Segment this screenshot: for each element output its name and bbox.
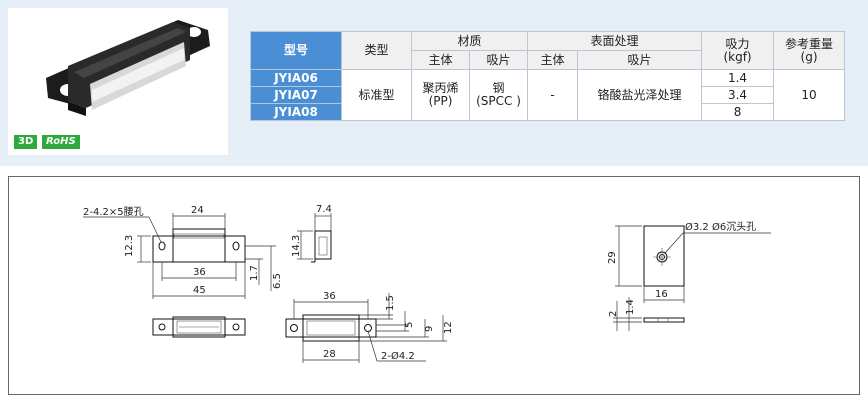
dim-6-5: 6.5 [272, 273, 283, 289]
surface-plate-value: 铬酸盐光泽处理 [577, 69, 703, 121]
material-plate-code: (SPCC ) [476, 94, 521, 108]
header-surface-body: 主体 [527, 50, 579, 70]
weight-value: 10 [773, 69, 846, 121]
label-slot-holes: 2-4.2×5腰孔 [83, 206, 144, 218]
rohs-badge: RoHS [42, 135, 80, 149]
strike-plate-side: 2 1.4 [608, 297, 685, 331]
body-center [172, 228, 226, 263]
header-surface: 表面处理 [527, 31, 703, 51]
dim-29: 29 [607, 251, 618, 264]
hole-left [290, 324, 298, 332]
catch-front-view: 24 2-4.2×5腰孔 12.3 36 45 1.7 [83, 205, 283, 299]
material-body-code: (PP) [428, 94, 453, 108]
magnetic-catch-image [46, 20, 210, 116]
plate-side-outline [643, 317, 685, 323]
dim-1-4: 1.4 [625, 299, 636, 315]
dim-2: 2 [608, 311, 619, 317]
header-weight: 参考重量 (g) [773, 31, 846, 70]
dim-9: 9 [424, 326, 435, 332]
material-body-name: 聚丙烯 [422, 81, 459, 95]
header-force-label: 吸力 [725, 36, 750, 51]
model-jyia08: JYIA08 [250, 103, 342, 121]
slot-hole-left [158, 241, 166, 251]
force-jyia07: 3.4 [701, 86, 775, 104]
catch-side-view: 7.4 14.3 [291, 204, 332, 263]
dim-1-7: 1.7 [249, 265, 260, 281]
dim-28: 28 [323, 349, 336, 360]
dim-24: 24 [191, 205, 204, 216]
header-type: 类型 [341, 31, 412, 70]
force-jyia06: 1.4 [701, 69, 775, 87]
top-outline [152, 318, 246, 336]
plate-outline [643, 225, 685, 287]
header-weight-label: 参考重量 [785, 36, 834, 51]
label-round-holes: 2-Ø4.2 [381, 350, 415, 362]
strike-plate-front: Ø3.2 Ø6沉头孔 29 16 [607, 220, 771, 303]
side-outline [314, 230, 332, 260]
material-body-value: 聚丙烯 (PP) [411, 69, 470, 121]
dim-1-5: 1.5 [385, 295, 396, 311]
dim-36-front: 36 [193, 267, 206, 278]
dim-7-4: 7.4 [316, 204, 332, 215]
dim-12-3: 12.3 [124, 235, 135, 257]
header-material-plate: 吸片 [468, 50, 529, 70]
back-outline [285, 318, 377, 338]
slot-hole-right [232, 241, 240, 251]
hole-right [364, 324, 372, 332]
dim-5: 5 [404, 322, 415, 328]
surface-body-value: - [527, 69, 579, 121]
dim-16: 16 [655, 289, 668, 300]
header-force: 吸力 (kgf) [701, 31, 775, 70]
header-material-body: 主体 [411, 50, 470, 70]
catch-top-view [152, 316, 246, 338]
label-countersink: Ø3.2 Ø6沉头孔 [685, 220, 756, 233]
product-photo: 3D RoHS [8, 8, 228, 155]
model-jyia06: JYIA06 [250, 69, 342, 87]
header-material: 材质 [410, 31, 529, 51]
catch-back-view: 36 28 2-Ø4.2 1.5 5 9 [285, 291, 454, 363]
dim-45: 45 [193, 285, 206, 296]
model-jyia07: JYIA07 [250, 86, 342, 104]
product-info-panel: 3D RoHS 型号 类型 材质 表面处理 吸力 (kgf) 参考重量 (g) … [0, 0, 868, 166]
dim-14-3: 14.3 [291, 235, 302, 257]
dim-12: 12 [443, 321, 454, 334]
drawing-canvas: 24 2-4.2×5腰孔 12.3 36 45 1.7 [83, 204, 771, 363]
technical-drawing: 24 2-4.2×5腰孔 12.3 36 45 1.7 [8, 176, 860, 395]
header-model: 型号 [250, 31, 342, 70]
header-surface-plate: 吸片 [577, 50, 703, 70]
body-outline [152, 235, 246, 263]
material-plate-name: 钢 [492, 81, 505, 95]
material-plate-value: 钢 (SPCC ) [468, 69, 529, 121]
header-force-unit: (kgf) [723, 49, 752, 64]
spec-table: 型号 类型 材质 表面处理 吸力 (kgf) 参考重量 (g) 主体 吸片 主体… [250, 31, 846, 121]
force-jyia08: 8 [701, 103, 775, 121]
dim-36-back: 36 [323, 291, 336, 302]
3d-badge: 3D [14, 135, 38, 149]
header-weight-unit: (g) [800, 49, 818, 64]
type-value: 标准型 [341, 69, 412, 121]
